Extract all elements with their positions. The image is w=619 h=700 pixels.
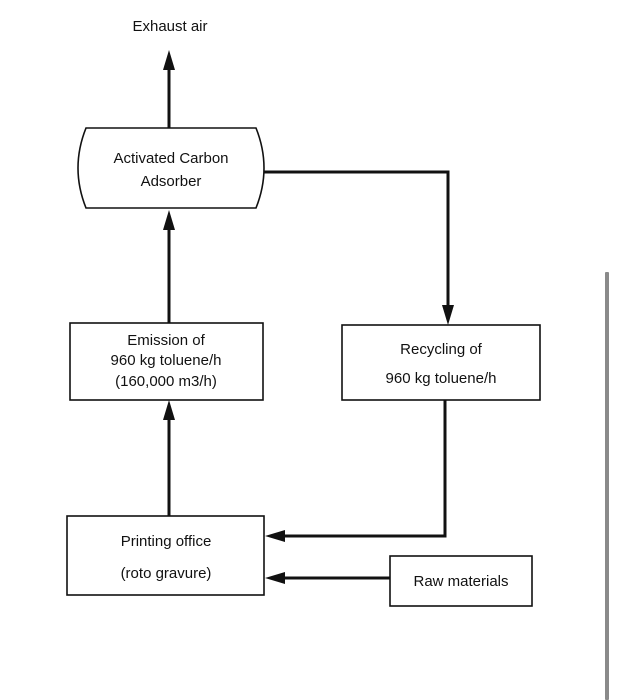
arrow-adsorber-to-recycling bbox=[264, 170, 454, 325]
emission-label-line3: (160,000 m3/h) bbox=[115, 373, 217, 390]
raw-materials-node: Raw materials bbox=[389, 555, 533, 607]
arrow-raw-to-printing bbox=[265, 572, 390, 584]
printing-office-node: Printing office (roto gravure) bbox=[66, 515, 265, 596]
recycling-label-line2: 960 kg toluene/h bbox=[386, 370, 497, 387]
arrow-adsorber-to-exhaust bbox=[163, 50, 175, 128]
raw-materials-label: Raw materials bbox=[413, 573, 508, 590]
adsorber-label-line1: Activated Carbon bbox=[113, 150, 228, 167]
adsorber-label-line2: Adsorber bbox=[141, 173, 202, 190]
vertical-scrollbar[interactable] bbox=[605, 272, 609, 700]
recycling-node: Recycling of 960 kg toluene/h bbox=[341, 324, 541, 401]
exhaust-air-label: Exhaust air bbox=[132, 18, 207, 35]
activated-carbon-adsorber-node: Activated Carbon Adsorber bbox=[77, 127, 265, 209]
emission-label-line1: Emission of bbox=[127, 332, 205, 349]
arrow-emission-to-adsorber bbox=[163, 210, 175, 323]
emission-node: Emission of 960 kg toluene/h (160,000 m3… bbox=[69, 322, 264, 401]
arrow-printing-to-emission bbox=[163, 400, 175, 516]
arrow-recycling-to-printing bbox=[265, 400, 447, 542]
recycling-label-line1: Recycling of bbox=[400, 341, 483, 358]
printing-label-line1: Printing office bbox=[121, 533, 212, 550]
printing-label-line2: (roto gravure) bbox=[121, 565, 212, 582]
emission-label-line2: 960 kg toluene/h bbox=[111, 352, 222, 369]
